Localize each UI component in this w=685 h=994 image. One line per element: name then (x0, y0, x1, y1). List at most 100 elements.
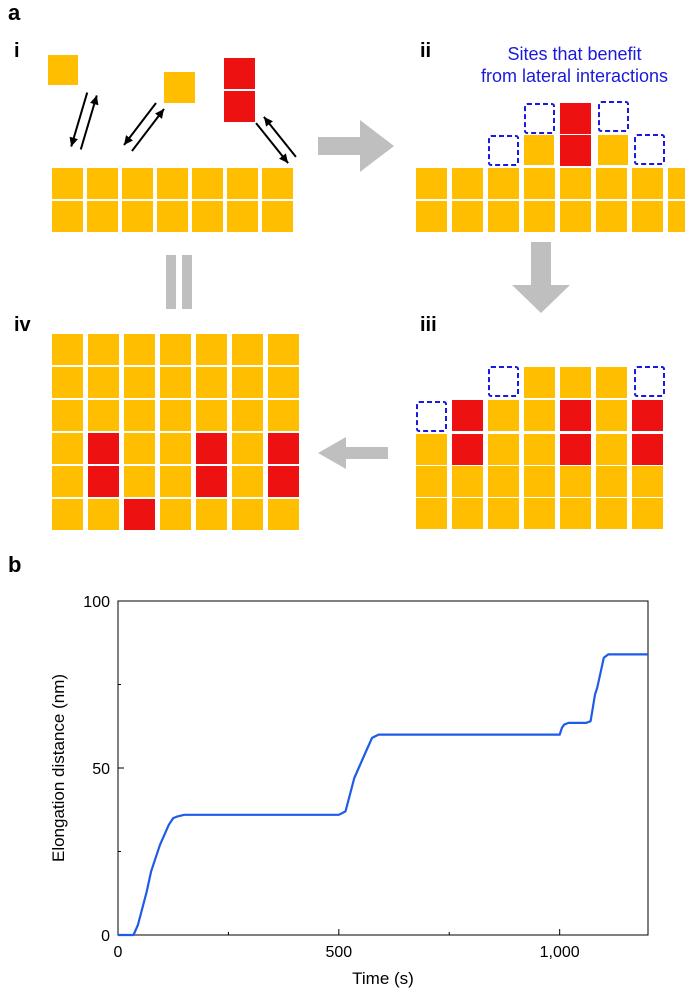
subunit-block (560, 168, 591, 199)
subunit-block (124, 466, 155, 497)
subunit-block (524, 466, 555, 497)
pause-bar-right (182, 255, 192, 309)
subunit-block (524, 498, 555, 529)
step-iii-label: iii (420, 314, 437, 336)
subunit-block (596, 434, 627, 465)
subunit-block (232, 433, 263, 464)
subunit-block (452, 466, 483, 497)
subunit-block (48, 55, 78, 85)
subunit-block (87, 168, 118, 199)
exchange-middle-down-arrowhead (124, 135, 133, 145)
subunit-block (192, 168, 223, 199)
subunit-block (164, 72, 195, 103)
subunit-block (524, 168, 555, 199)
subunit-block (416, 434, 447, 465)
subunit-block (124, 400, 155, 431)
subunit-block (196, 367, 227, 398)
binding-site (634, 134, 665, 165)
subunit-block (596, 498, 627, 529)
subunit-block (160, 367, 191, 398)
red-subunit (560, 135, 591, 166)
step-i-label: i (14, 40, 20, 62)
subunit-block (416, 201, 447, 232)
subunit-block (668, 168, 685, 199)
y-axis-label: Elongation distance (nm) (49, 674, 68, 862)
subunit-block (488, 400, 519, 431)
subunit-block (268, 334, 299, 365)
exchange-left-down-arrowhead (69, 136, 78, 147)
subunit-block (52, 201, 83, 232)
exchange-left-up-arrow (79, 95, 98, 150)
subunit-block (632, 466, 663, 497)
red-subunit (224, 91, 255, 122)
subunit-block (160, 433, 191, 464)
y-tick-label: 0 (101, 928, 110, 945)
subunit-block (52, 499, 83, 530)
elongation-trace (118, 653, 648, 937)
subunit-block (88, 499, 119, 530)
subunit-block (268, 499, 299, 530)
binding-site (488, 366, 519, 397)
subunit-block (88, 400, 119, 431)
arrow-i-to-ii (318, 120, 394, 172)
x-tick-label: 500 (325, 944, 352, 961)
subunit-block (560, 201, 591, 232)
y-tick-label: 50 (92, 761, 110, 778)
subunit-block (268, 400, 299, 431)
subunit-block (87, 201, 118, 232)
subunit-block (488, 498, 519, 529)
subunit-block (488, 434, 519, 465)
subunit-block (232, 400, 263, 431)
lateral-sites-note-line2: from lateral interactions (480, 66, 669, 86)
exchange-right-down-arrowhead (279, 153, 289, 164)
y-tick-label: 100 (83, 594, 110, 611)
subunit-block (196, 400, 227, 431)
elongation-chart: 0 500 1,000 0 50 100 Time (s) Elongation dist… (49, 594, 649, 988)
subunit-block (596, 400, 627, 431)
binding-site (598, 101, 629, 132)
lateral-sites-note: Sites that benefit from lateral interact… (462, 43, 685, 87)
subunit-block (52, 433, 83, 464)
subunit-block (160, 499, 191, 530)
subunit-block (596, 466, 627, 497)
red-subunit (560, 400, 591, 431)
subunit-block (232, 466, 263, 497)
subunit-block (227, 168, 258, 199)
x-axis-label: Time (s) (352, 969, 414, 988)
exchange-left-down-arrow (70, 92, 89, 147)
red-subunit (268, 466, 299, 497)
exchange-left-up-arrowhead (90, 95, 99, 106)
binding-site (634, 366, 665, 397)
red-subunit (196, 433, 227, 464)
assembly-diagram (48, 55, 685, 530)
red-subunit (560, 434, 591, 465)
red-subunit (224, 58, 255, 89)
subunit-block (157, 168, 188, 199)
subunit-block (632, 201, 663, 232)
subunit-block (88, 367, 119, 398)
subunit-block (124, 433, 155, 464)
lateral-sites-note-line1: Sites that benefit (507, 44, 642, 64)
subunit-block (596, 168, 627, 199)
subunit-block (124, 367, 155, 398)
subunit-block (488, 168, 519, 199)
subunit-block (524, 367, 555, 398)
arrow-iii-to-iv (318, 437, 388, 469)
subunit-block (632, 498, 663, 529)
subunit-block (196, 334, 227, 365)
subunit-block (157, 201, 188, 232)
subunit-block (122, 168, 153, 199)
red-subunit (632, 434, 663, 465)
red-subunit (88, 466, 119, 497)
red-subunit (632, 400, 663, 431)
red-subunit (560, 103, 591, 134)
subunit-block (598, 135, 628, 165)
subunit-block (262, 168, 293, 199)
x-tick-label: 1,000 (540, 944, 580, 961)
subunit-block (668, 201, 685, 232)
subunit-block (52, 334, 83, 365)
subunit-block (416, 466, 447, 497)
subunit-block (452, 498, 483, 529)
subunit-block (160, 400, 191, 431)
x-tick-label: 0 (114, 944, 123, 961)
